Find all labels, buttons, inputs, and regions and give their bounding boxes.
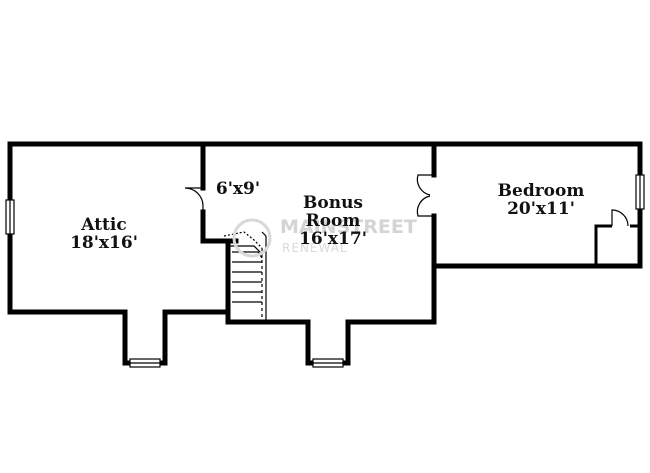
bedroom-name: Bedroom — [498, 181, 585, 201]
attic-name: Attic — [80, 215, 126, 235]
bonus-name-line2: Room — [306, 211, 361, 231]
bedroom-dims: 20'x11' — [507, 199, 575, 219]
walls — [7, 141, 643, 366]
watermark: MAINSTREET RENEWAL — [232, 216, 417, 258]
door-bedroom-double-top — [416, 174, 434, 196]
room-labels: Attic 18'x16' 6'x9' Bonus Room 16'x17' B… — [70, 179, 584, 253]
bonus-name-line1: Bonus — [303, 193, 363, 213]
bonus-dims: 16'x17' — [299, 229, 367, 249]
watermark-logo-icon — [232, 218, 272, 258]
door-closet-swing — [184, 187, 204, 207]
watermark-sub: RENEWAL — [282, 241, 348, 255]
windows — [5, 174, 645, 368]
closet-dims: 6'x9' — [216, 179, 260, 199]
exterior-wall — [7, 141, 643, 366]
bedroom-closet — [594, 209, 640, 266]
attic-dims: 18'x16' — [70, 233, 138, 253]
watermark-main: MAINSTREET — [280, 216, 417, 238]
doors — [184, 174, 434, 217]
door-bedroom-double-bottom — [416, 195, 434, 217]
